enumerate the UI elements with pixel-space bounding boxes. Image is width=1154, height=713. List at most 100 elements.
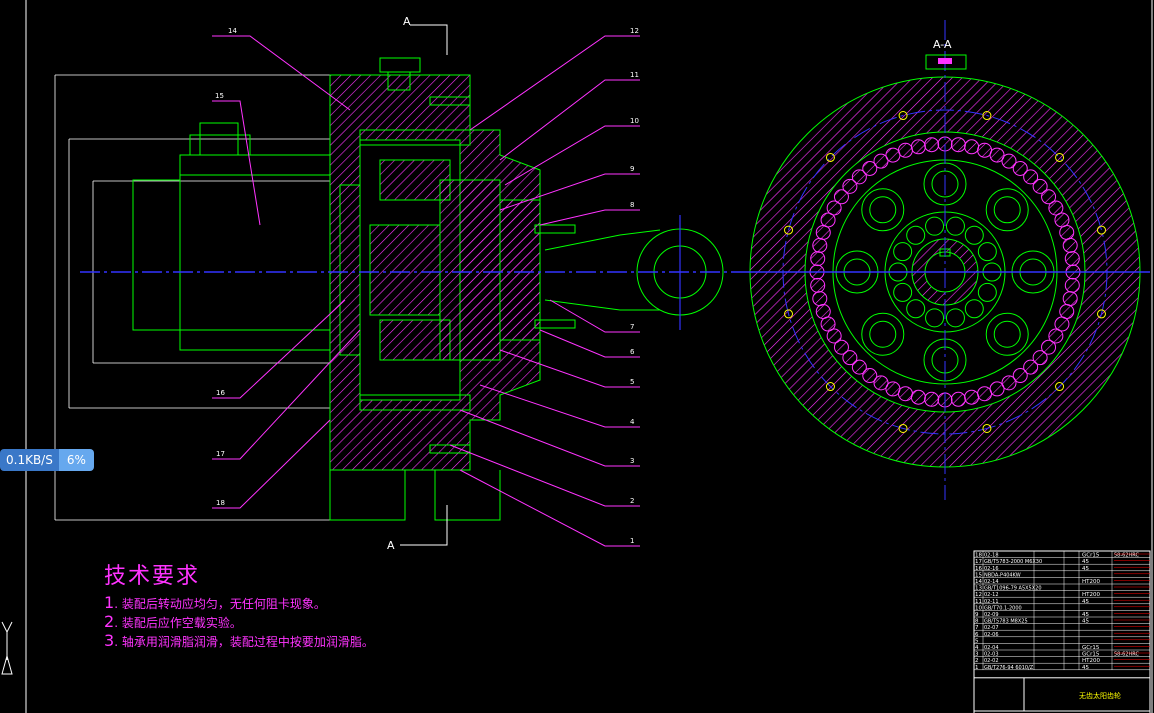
bolt (429, 96, 471, 106)
section-view (54, 24, 735, 546)
roller (820, 316, 836, 332)
bom-code: 02-18 (984, 553, 999, 559)
roller (1032, 178, 1048, 194)
pin (993, 196, 1021, 224)
tech-line-2: 2. 装配后应作空载实验。 (104, 612, 242, 631)
ring-bolt-hole (825, 152, 835, 162)
motor-flange (339, 184, 361, 356)
roller (1064, 251, 1080, 267)
bom-no: 10 (975, 605, 982, 611)
roller (815, 304, 831, 320)
callout-label: 12 (630, 27, 639, 35)
bom-code: 02-04 (984, 645, 999, 651)
bom-code: 02-07 (984, 625, 999, 631)
roller (1062, 291, 1078, 307)
keyway (939, 248, 951, 257)
bearing-ball (893, 282, 913, 302)
ring-bolt-hole (1096, 225, 1106, 235)
roller (964, 139, 980, 155)
callout-label: 15 (215, 92, 224, 100)
section-cut-bottom (400, 505, 448, 546)
roller (812, 291, 828, 307)
pin (993, 320, 1021, 348)
bom-code: GB/T5783-2000 M6X30 (984, 559, 1042, 565)
roller (812, 237, 828, 253)
bom-extra: 58-62HRC (1114, 553, 1140, 559)
roller (1064, 277, 1080, 293)
roller (977, 386, 993, 402)
roller (842, 178, 858, 194)
bom-material: 45 (1082, 599, 1089, 605)
bearing-ball (945, 308, 965, 328)
bom-no: 11 (975, 599, 982, 605)
ring-bolt-hole (1096, 309, 1106, 319)
roller (1023, 359, 1039, 375)
bom-no: 12 (975, 592, 982, 598)
pin-hole (985, 312, 1029, 356)
bom-no: 2 (975, 658, 979, 664)
roller (851, 169, 867, 185)
bom-code: 02-06 (984, 632, 999, 638)
roller (950, 137, 966, 153)
leader-line (504, 125, 640, 186)
roller (1048, 328, 1064, 344)
bom-material: 45 (1082, 619, 1089, 625)
bom-material: GCr15 (1082, 553, 1100, 559)
motor-fins (180, 174, 330, 331)
leader-line (499, 79, 640, 161)
roller (815, 224, 831, 240)
roller (833, 189, 849, 205)
network-speed-widget[interactable]: 0.1KB/S 6% (0, 449, 99, 471)
bolt (534, 319, 576, 329)
leader-line (549, 299, 640, 333)
roller (1012, 368, 1028, 384)
leader-line (212, 419, 331, 509)
section-label-top: A (403, 15, 411, 28)
bom-no: 18 (975, 553, 982, 559)
leader-line (469, 35, 640, 131)
roller (1023, 169, 1039, 185)
output-flange (439, 179, 501, 361)
bearing-ball (964, 225, 984, 245)
roller (989, 147, 1005, 163)
roller-ring (809, 136, 1081, 408)
bom-no: 14 (975, 579, 982, 585)
net-percent: 6% (58, 449, 94, 471)
base-foot-left (329, 470, 406, 521)
leader-line (212, 329, 361, 460)
leader-line (499, 173, 640, 211)
view-label-aa: A-A (933, 38, 952, 51)
pin (869, 196, 897, 224)
top-plug (379, 57, 421, 73)
bearing-ball (925, 216, 945, 236)
bearing-ball (964, 299, 984, 319)
roller (862, 368, 878, 384)
roller (1041, 189, 1057, 205)
output-boss (499, 199, 541, 341)
leader-line (479, 384, 640, 428)
leader-line (212, 100, 261, 226)
section-label-bottom: A (387, 539, 395, 552)
motor-encoder (189, 134, 251, 156)
bom-no: 9 (975, 612, 979, 618)
bom-no: 6 (975, 632, 979, 638)
roller (1054, 316, 1070, 332)
callout-label: 1 (630, 537, 634, 545)
pin-hole (861, 312, 905, 356)
leader-line (499, 349, 640, 388)
bom-code: 02-16 (984, 566, 999, 572)
roller (862, 160, 878, 176)
roller (964, 389, 980, 405)
bom-no: 4 (975, 645, 979, 651)
callout-label: 5 (630, 378, 634, 386)
crank-arm-bot (544, 299, 660, 311)
bom-code: 02-02 (984, 658, 999, 664)
bom-no: 16 (975, 566, 982, 572)
roller (833, 339, 849, 355)
bom-no: 7 (975, 625, 979, 631)
bom-material: GCr15 (1082, 645, 1100, 651)
end-view-a-a (735, 20, 1150, 500)
bom-code: GB/T276-94 6010/Z (984, 665, 1034, 671)
